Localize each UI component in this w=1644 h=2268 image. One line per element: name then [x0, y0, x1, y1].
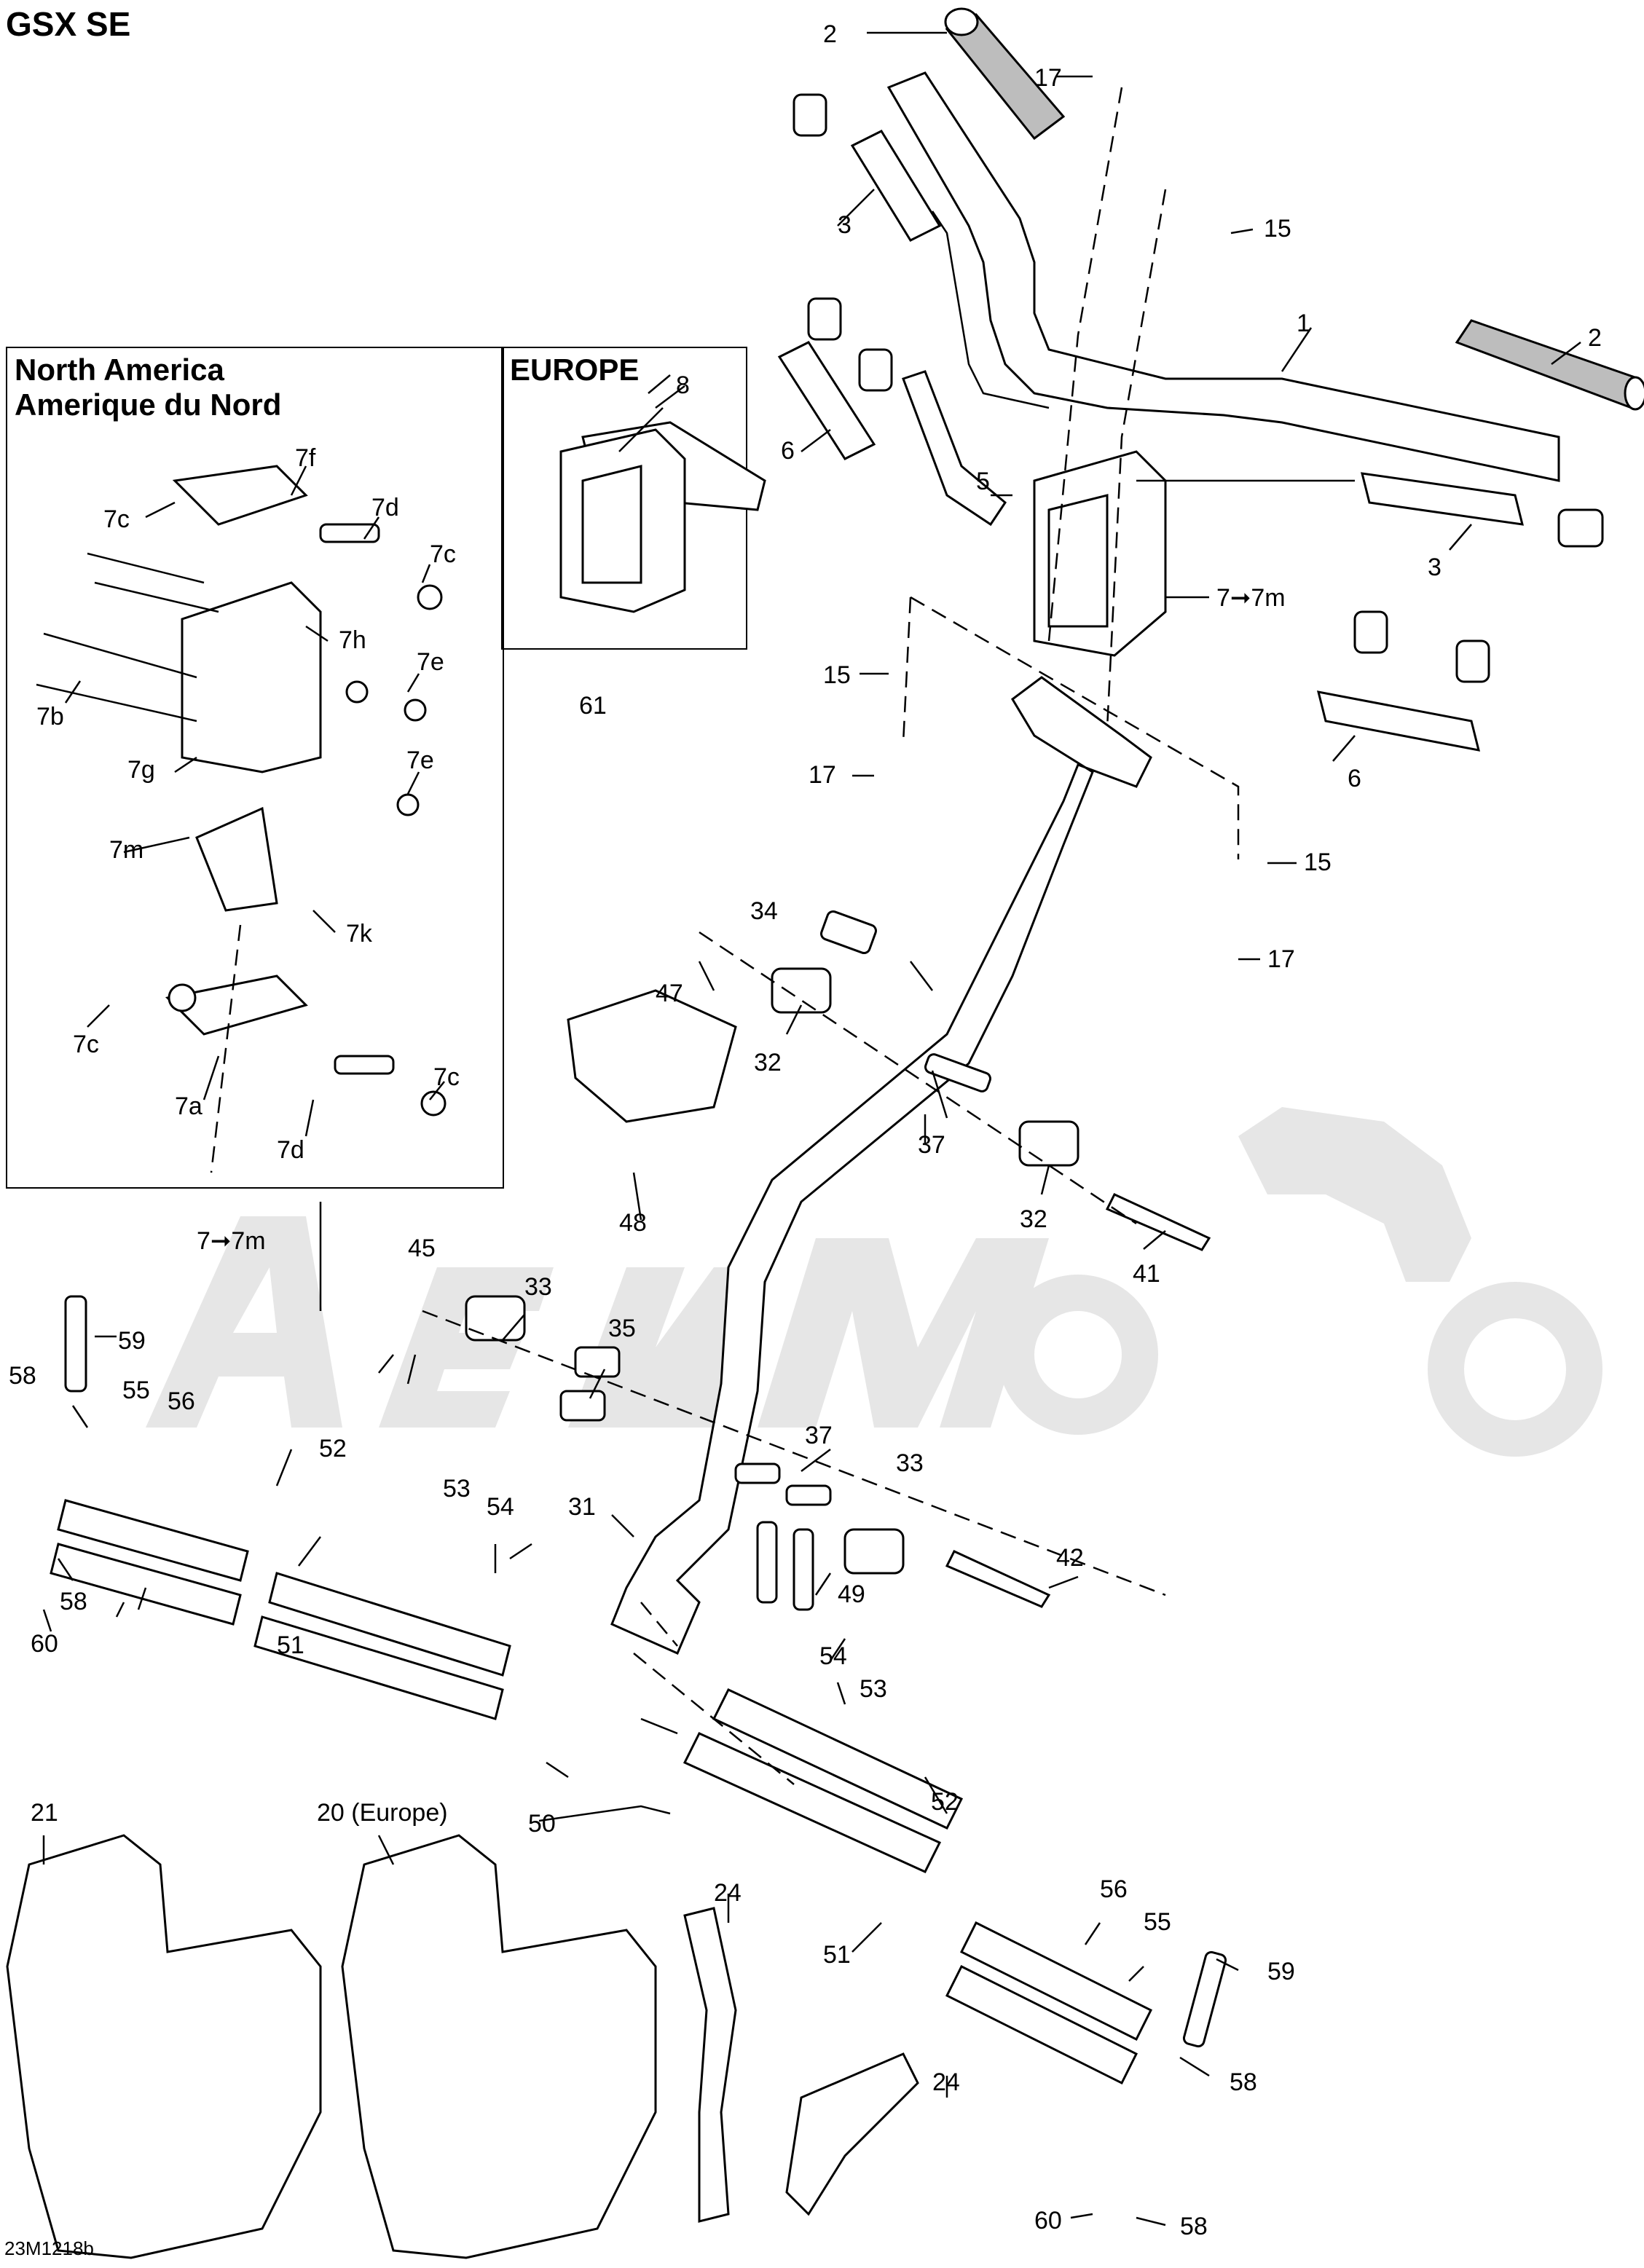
callout-7c-4: 7c	[433, 1063, 460, 1091]
callout-6-right: 6	[1348, 765, 1361, 792]
heater-wire	[902, 210, 1050, 527]
steering-column	[610, 676, 1152, 1655]
north-america-title-fr: Amerique du Nord	[15, 387, 282, 422]
callout-3-left: 3	[838, 211, 852, 239]
callout-7c-2: 7c	[430, 540, 456, 568]
callout-7k: 7k	[346, 920, 373, 948]
callout-24-right: 24	[932, 2068, 960, 2096]
callout-58-a: 58	[9, 1362, 36, 1390]
callout-59-left: 59	[118, 1327, 146, 1355]
callout-7d-1: 7d	[371, 494, 399, 521]
callout-59-right: 59	[1267, 1958, 1295, 1985]
north-america-inset	[6, 347, 504, 1189]
assembly-lines	[210, 87, 1240, 1785]
callout-55-left: 55	[122, 1377, 150, 1404]
europe-riser-part	[559, 428, 686, 613]
callout-7f: 7f	[295, 444, 316, 472]
callout-1: 1	[1297, 310, 1310, 337]
drawing-number: 23M1218b	[4, 2237, 94, 2259]
callout-56-left: 56	[168, 1387, 195, 1415]
callout-20: 20 (Europe)	[317, 1799, 448, 1827]
callout-37-top: 37	[918, 1131, 945, 1159]
callout-60-right: 60	[1034, 2207, 1062, 2234]
callout-41: 41	[1133, 1260, 1160, 1288]
callout-7-inset: 7➞7m	[197, 1227, 266, 1255]
callout-54-left: 54	[487, 1493, 514, 1521]
callout-2-right: 2	[1588, 324, 1602, 352]
handlebar	[886, 71, 1560, 482]
callout-7d-2: 7d	[277, 1136, 304, 1164]
callout-7e-2: 7e	[406, 747, 434, 774]
callout-7e-1: 7e	[417, 648, 444, 676]
support-brackets	[683, 1907, 919, 2223]
callout-7h: 7h	[339, 626, 366, 654]
callout-2-left: 2	[823, 20, 837, 48]
callout-leaders	[42, 31, 1581, 2226]
callout-58-d: 58	[1180, 2213, 1208, 2240]
callout-8: 8	[676, 371, 690, 399]
callout-17-low: 17	[1267, 945, 1295, 973]
na-riser-parts	[36, 465, 447, 1117]
callout-7g: 7g	[127, 756, 155, 784]
callout-33-left: 33	[524, 1273, 552, 1301]
callout-24-left: 24	[714, 1879, 742, 1907]
model-title: GSX SE	[6, 5, 131, 43]
callout-58-b: 58	[60, 1588, 87, 1615]
callout-55-right: 55	[1144, 1908, 1171, 1936]
callout-15-mid: 15	[823, 661, 851, 689]
callout-5: 5	[976, 468, 990, 495]
callout-47: 47	[656, 980, 683, 1007]
handlebar-covers	[6, 1834, 657, 2259]
callout-34: 34	[750, 897, 778, 925]
callout-32-left: 32	[754, 1049, 782, 1076]
tie-rods	[50, 1295, 1227, 2085]
callout-56-right: 56	[1100, 1875, 1128, 1903]
callout-37-low: 37	[805, 1422, 833, 1449]
callout-17-top: 17	[1034, 64, 1062, 92]
callout-15-top: 15	[1264, 215, 1291, 243]
callout-17-mid: 17	[809, 761, 836, 789]
callout-42: 42	[1056, 1544, 1084, 1572]
callout-48: 48	[619, 1209, 647, 1237]
callout-53-right: 53	[860, 1675, 887, 1703]
grip-left	[944, 7, 1066, 141]
callout-50: 50	[528, 1810, 556, 1838]
callout-6-left: 6	[781, 437, 795, 465]
callout-labels: 1 2 2 3 3 5 6 6 7➞7m 7➞7m 7a 7b 7c 7c 7c…	[9, 20, 1602, 2240]
callout-54-right: 54	[819, 1642, 847, 1670]
callout-21: 21	[31, 1799, 58, 1827]
sleeve-parts	[777, 93, 1604, 752]
callout-61: 61	[579, 692, 607, 720]
callout-31: 31	[568, 1493, 596, 1521]
callout-52-right: 52	[931, 1788, 959, 1816]
callout-45: 45	[408, 1235, 436, 1262]
watermark-logo	[146, 1107, 1602, 1457]
callout-7m: 7m	[109, 836, 143, 864]
callout-7-main: 7➞7m	[1216, 584, 1286, 612]
grip-right	[1455, 319, 1644, 411]
callout-52-left: 52	[319, 1435, 347, 1462]
callout-33-right: 33	[896, 1449, 924, 1477]
riser-block	[1033, 450, 1355, 657]
callout-7c-3: 7c	[73, 1031, 99, 1058]
callout-53-left: 53	[443, 1475, 471, 1503]
callout-15-low: 15	[1304, 848, 1332, 876]
callout-35: 35	[608, 1315, 636, 1342]
callout-51-left: 51	[277, 1631, 304, 1659]
callout-49: 49	[838, 1580, 865, 1608]
callout-58-c: 58	[1230, 2068, 1257, 2096]
callout-7b: 7b	[36, 703, 64, 731]
callout-60-left: 60	[31, 1630, 58, 1658]
north-america-title: North America	[15, 353, 224, 387]
callout-51-right: 51	[823, 1941, 851, 1969]
callout-32-right: 32	[1020, 1205, 1047, 1233]
callout-7c-1: 7c	[103, 505, 130, 533]
europe-title: EUROPE	[510, 353, 640, 387]
callout-7a: 7a	[175, 1092, 202, 1120]
callout-3-right: 3	[1428, 554, 1442, 581]
